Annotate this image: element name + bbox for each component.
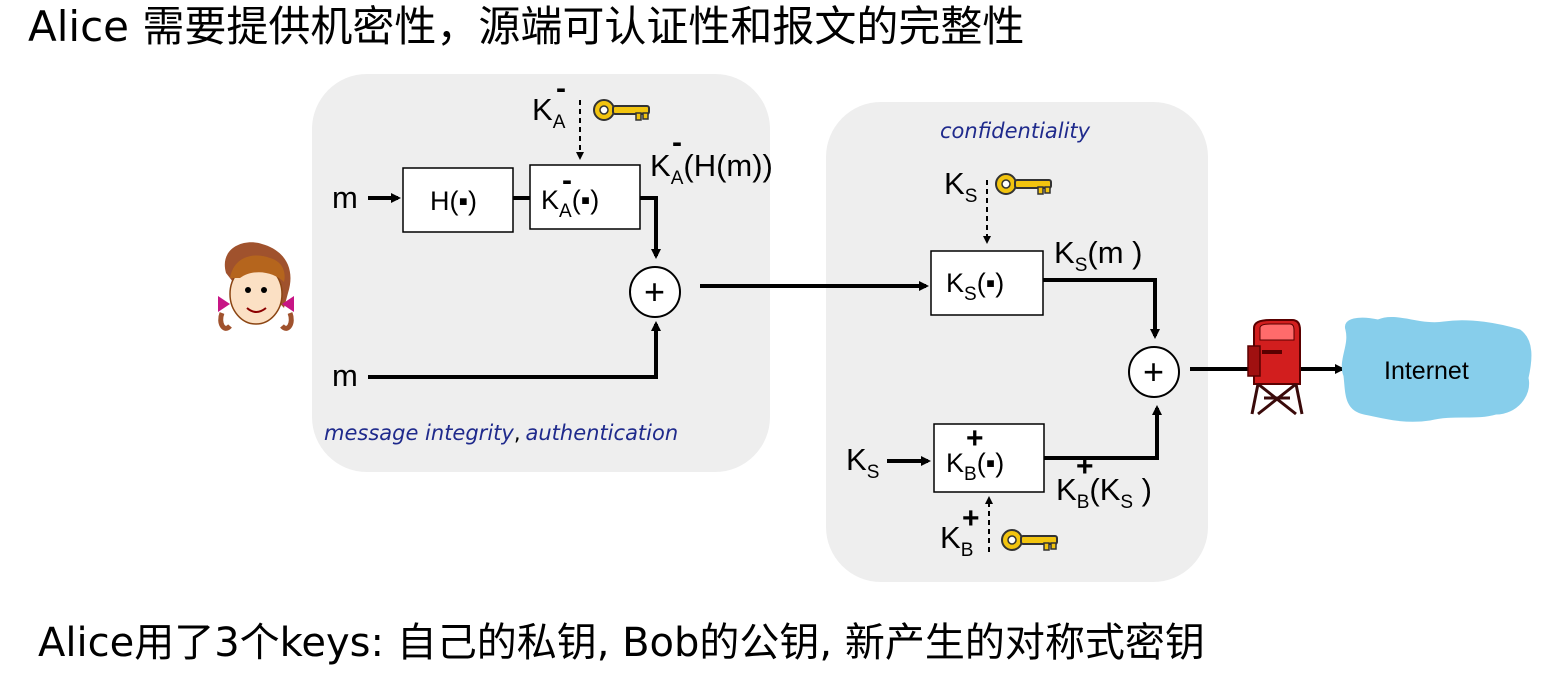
concat-operator-1	[629, 266, 681, 318]
ks-input-label: KS	[846, 442, 879, 483]
bottom-caption: Alice用了3个keys: 自己的私钥, Bob的公钥, 新产生的对称式密钥	[38, 620, 1205, 666]
encrypt-to-concat-arrow	[1043, 278, 1160, 339]
page-title: Alice 需要提供机密性，源端可认证性和报文的完整性	[28, 2, 1024, 51]
sign-box	[529, 164, 641, 230]
m-to-concat-arrow	[368, 321, 661, 379]
pubenc-to-concat-arrow	[1044, 405, 1162, 460]
concat-operator-1-symbol: +	[644, 271, 665, 312]
symmetric-encrypt-box	[930, 250, 1044, 316]
signed-hash-label: KA(H(m))	[650, 148, 773, 189]
public-encrypt-sup: +	[966, 422, 984, 455]
concat-operator-2-symbol: +	[1143, 351, 1164, 392]
sign-box-sup: -	[562, 164, 572, 197]
public-encrypt-box	[933, 423, 1045, 493]
ka-private-sup: -	[556, 72, 566, 105]
confidentiality-panel	[826, 102, 1208, 582]
symmetric-encrypt-label: KS(▪)	[946, 268, 1004, 305]
encrypted-key-sup: +	[1076, 450, 1094, 483]
confidentiality-caption: confidentiality	[940, 119, 1091, 143]
hash-box-label: H(▪)	[430, 186, 477, 216]
internet-cloud	[1341, 316, 1532, 422]
mailbox-icon	[1247, 319, 1304, 416]
message-top-label: m	[332, 180, 358, 215]
message-bottom-label: m	[332, 358, 358, 393]
hash-box	[402, 167, 514, 233]
public-encrypt-label: KB(▪)	[946, 448, 1004, 485]
encrypted-message-label: KS(m )	[1054, 235, 1142, 276]
ks-key-label: KS	[944, 166, 977, 207]
integrity-panel	[312, 74, 770, 472]
alice-avatar	[218, 242, 294, 331]
sign-to-concat-arrow	[640, 196, 661, 259]
internet-label: Internet	[1384, 357, 1469, 385]
kb-public-sup: +	[962, 502, 980, 535]
concat-operator-2	[1128, 346, 1180, 398]
integrity-caption: message integrity,authentication	[324, 421, 678, 445]
sign-box-label: KA(▪)	[541, 185, 599, 222]
signed-hash-sup: -	[672, 126, 682, 159]
kb-public-label: KB	[940, 520, 973, 561]
encrypted-key-label: KB(KS )	[1056, 472, 1152, 513]
ka-private-label: KA	[532, 92, 566, 133]
